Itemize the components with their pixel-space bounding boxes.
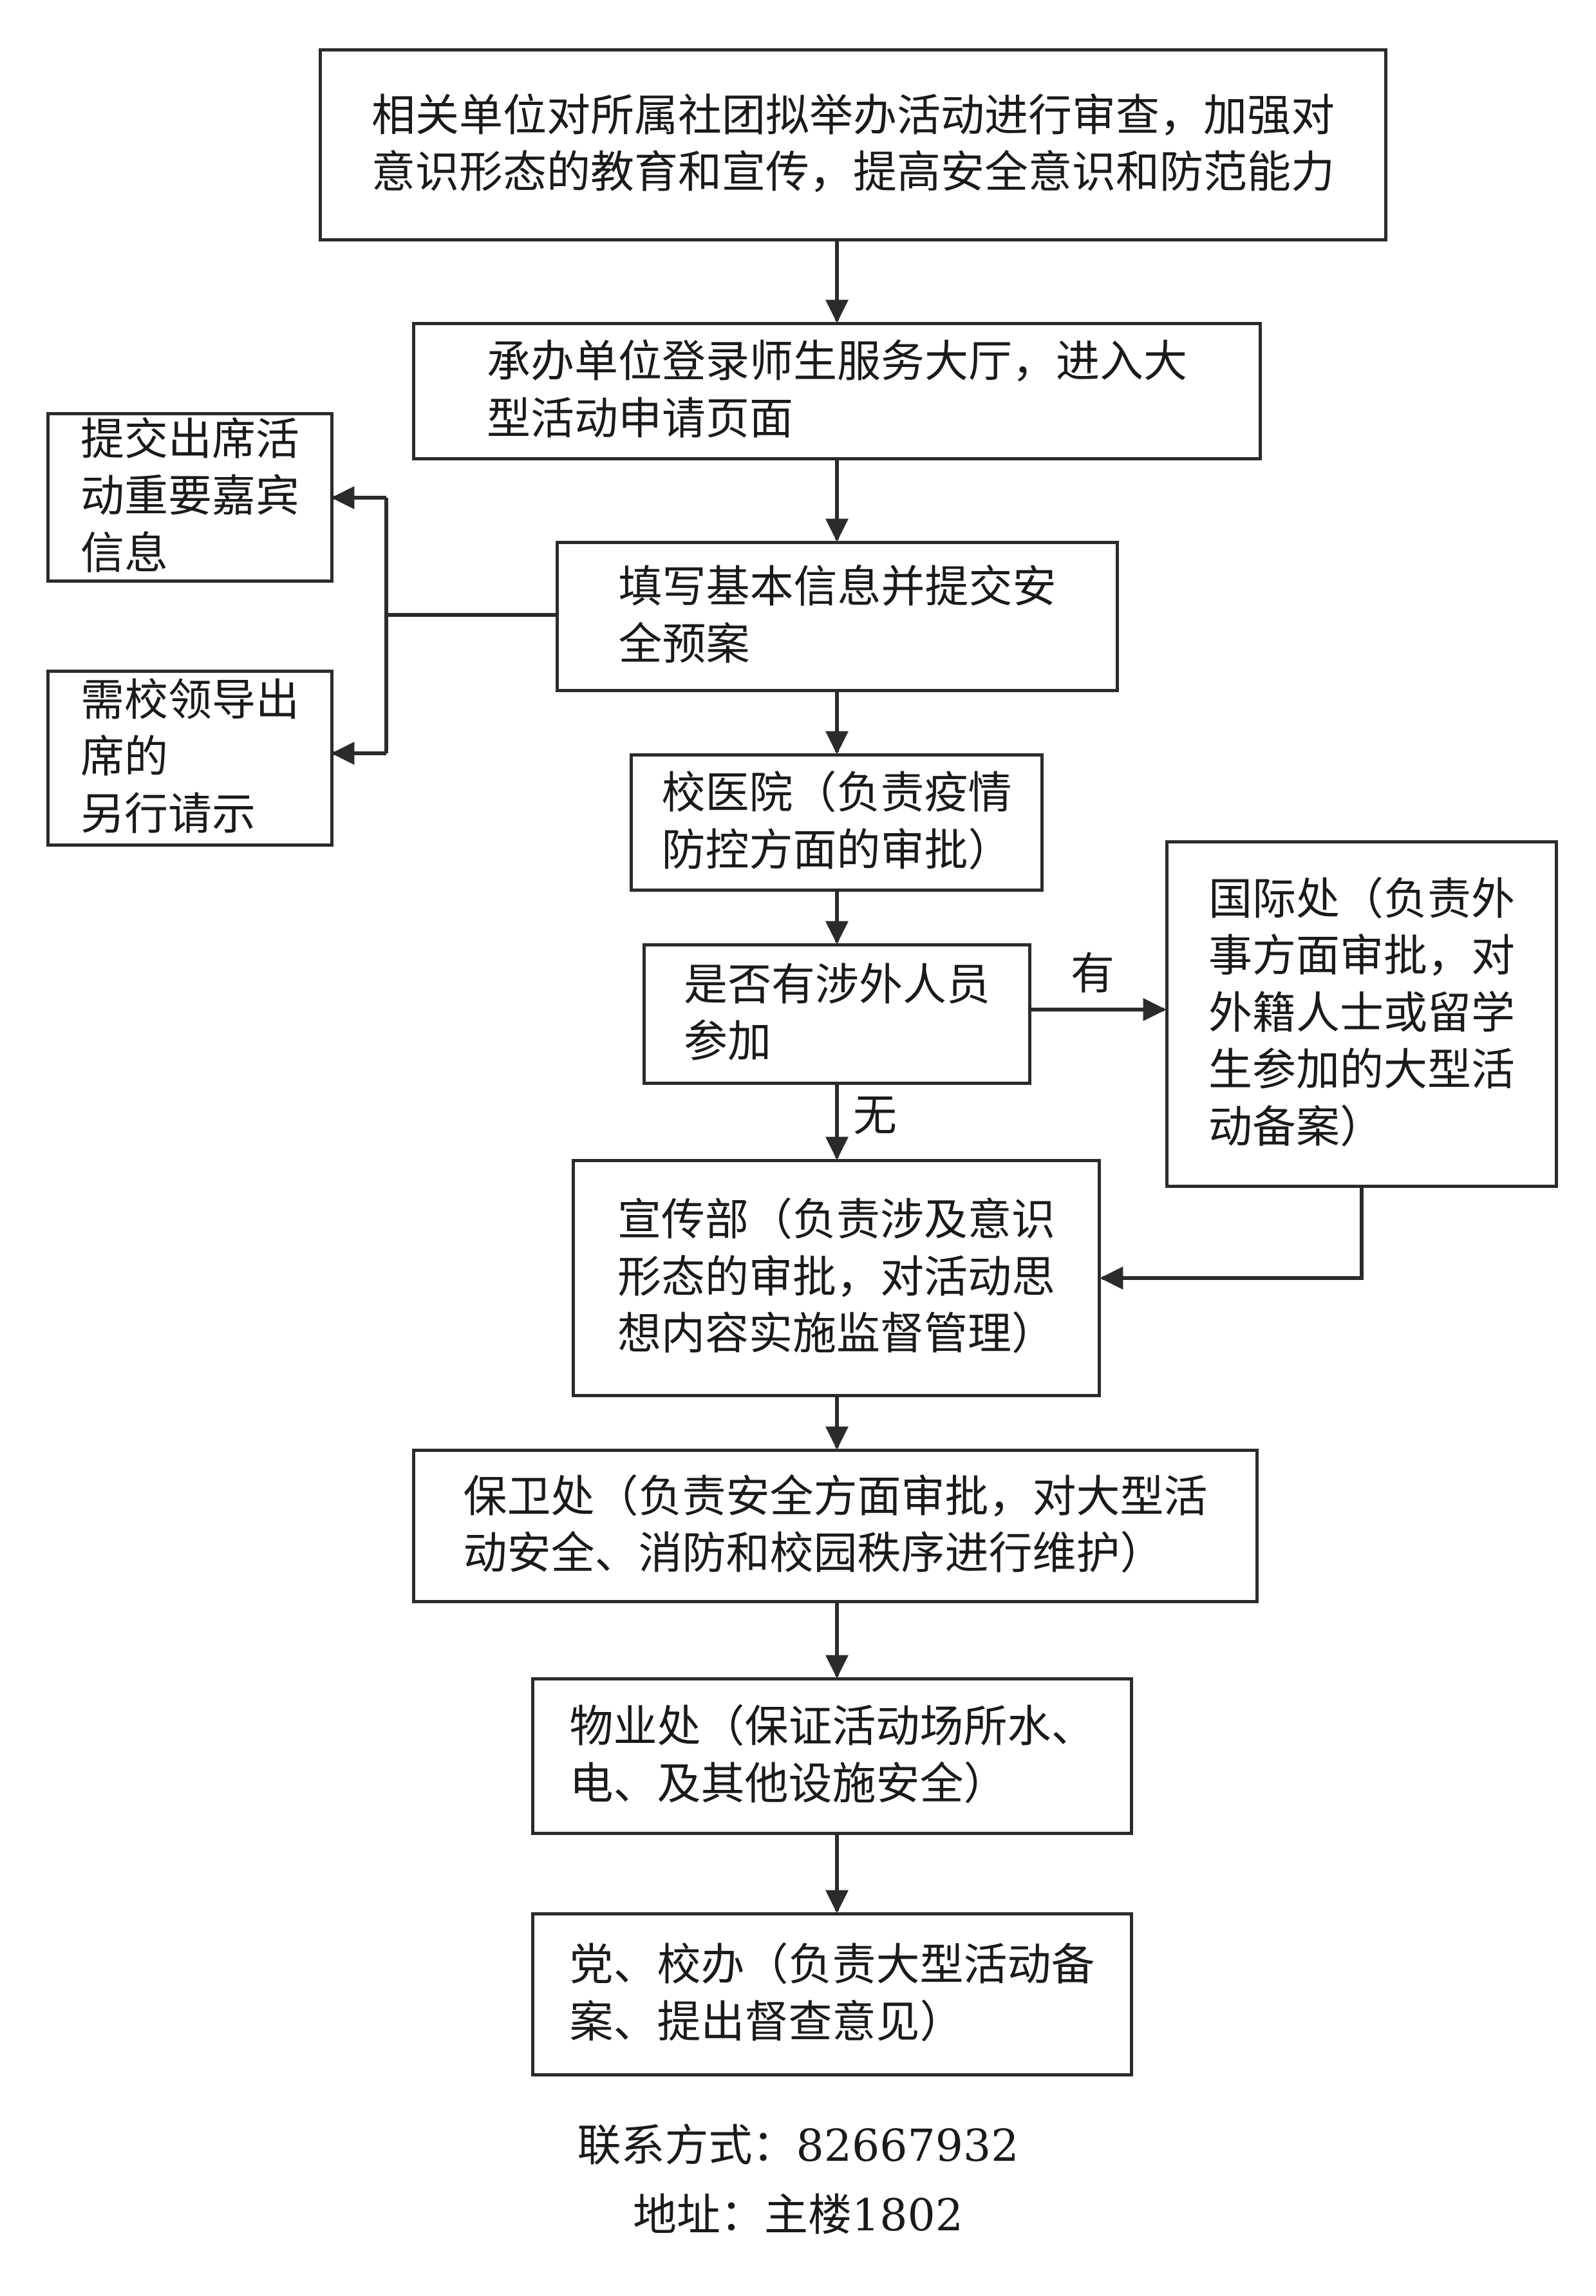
node-publicity: 宣传部（负责涉及意识 形态的审批，对活动思 想内容实施监督管理） (572, 1159, 1101, 1397)
node-property-text: 物业处（保证活动场所水、 电、及其他设施安全） (569, 1702, 1095, 1810)
footer-contact: 联系方式：82667932 (577, 2121, 1019, 2172)
node-review-text: 相关单位对所属社团拟举办活动进行审查，加强对 意识形态的教育和宣传，提高安全意识… (371, 90, 1335, 198)
node-publicity-text: 宣传部（负责涉及意识 形态的审批，对活动思 想内容实施监督管理） (617, 1195, 1055, 1360)
node-party-office: 党、校办（负责大型活动备 案、提出督查意见） (531, 1912, 1133, 2076)
node-leader-request: 需校领导出 席的 另行请示 (46, 670, 333, 847)
arrow-international-to-publicity (1100, 1188, 1364, 1290)
footer-address: 地址：主楼1802 (632, 2190, 964, 2241)
edge-label-yes: 有 (1071, 949, 1115, 1000)
node-property: 物业处（保证活动场所水、 电、及其他设施安全） (531, 1677, 1133, 1835)
node-hospital-text: 校医院（负责疫情 防控方面的审批） (661, 768, 1012, 876)
node-login-text: 承办单位登录师生服务大厅，进入大 型活动申请页面 (486, 337, 1187, 445)
node-review: 相关单位对所属社团拟举办活动进行审查，加强对 意识形态的教育和宣传，提高安全意识… (319, 48, 1387, 241)
node-leader-request-text: 需校领导出 席的 另行请示 (80, 675, 299, 840)
node-fill-info: 填写基本信息并提交安 全预案 (556, 541, 1119, 692)
node-hospital: 校医院（负责疫情 防控方面的审批） (630, 753, 1044, 892)
node-foreign-check: 是否有涉外人员 参加 (643, 943, 1031, 1085)
node-vip-info: 提交出席活 动重要嘉宾 信息 (46, 412, 333, 583)
node-vip-info-text: 提交出席活 动重要嘉宾 信息 (80, 414, 299, 579)
node-fill-info-text: 填写基本信息并提交安 全预案 (618, 562, 1056, 670)
node-international-text: 国际处（负责外 事方面审批，对 外籍人士或留学 生参加的大型活 动备案） (1208, 874, 1515, 1153)
node-login: 承办单位登录师生服务大厅，进入大 型活动申请页面 (412, 322, 1262, 460)
node-security-text: 保卫处（负责安全方面审批，对大型活 动安全、消防和校园秩序进行维护） (463, 1471, 1208, 1579)
node-foreign-check-text: 是否有涉外人员 参加 (683, 959, 990, 1068)
node-party-office-text: 党、校办（负责大型活动备 案、提出督查意见） (569, 1940, 1095, 2048)
node-international: 国际处（负责外 事方面审批，对 外籍人士或留学 生参加的大型活 动备案） (1165, 840, 1558, 1188)
node-security: 保卫处（负责安全方面审批，对大型活 动安全、消防和校园秩序进行维护） (412, 1449, 1259, 1603)
edge-label-no: 无 (853, 1091, 897, 1142)
